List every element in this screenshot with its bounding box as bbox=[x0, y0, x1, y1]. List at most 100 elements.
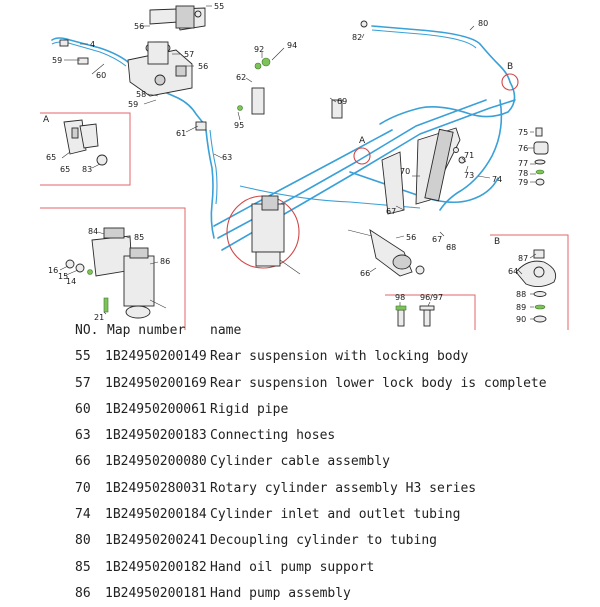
table-row: 70 1B24950280031 Rotary cylinder assembl… bbox=[0, 476, 600, 502]
callout: 74 bbox=[492, 175, 502, 184]
table-row: 55 1B24950200149 Rear suspension with lo… bbox=[0, 344, 600, 370]
callout: 56 bbox=[406, 233, 416, 242]
callout: 96/97 bbox=[420, 293, 443, 302]
part-66-cylinder-cable bbox=[347, 229, 425, 277]
callout: 15 bbox=[58, 272, 68, 281]
callout: 89 bbox=[516, 303, 526, 312]
row-no: 80 bbox=[75, 533, 91, 549]
row-map-number: 1B24950200184 bbox=[105, 507, 207, 523]
table-row: 66 1B24950200080 Cylinder cable assembly bbox=[0, 449, 600, 475]
row-map-number: 1B24950200149 bbox=[105, 349, 207, 365]
row-map-number: 1B24950200169 bbox=[105, 375, 207, 391]
row-map-number: 1B24950200182 bbox=[105, 559, 207, 575]
row-name: Rear suspension with locking body bbox=[210, 349, 469, 365]
table-row: 57 1B24950200169 Rear suspension lower l… bbox=[0, 371, 600, 397]
table-row: 60 1B24950200061 Rigid pipe bbox=[0, 397, 600, 423]
callout: 16 bbox=[48, 266, 58, 275]
callout: 63 bbox=[222, 153, 232, 162]
fittings bbox=[59, 20, 368, 131]
callout: 80 bbox=[478, 19, 488, 28]
parts-table: NO. Map number name 55 1B24950200149 Rea… bbox=[0, 318, 600, 607]
header-name: name bbox=[210, 323, 242, 338]
header-map-number: Map number bbox=[107, 323, 186, 338]
row-no: 86 bbox=[75, 585, 91, 601]
row-no: 60 bbox=[75, 401, 91, 417]
callout: 69 bbox=[337, 97, 347, 106]
row-name: Rotary cylinder assembly H3 series bbox=[210, 480, 477, 496]
callout: 21 bbox=[94, 313, 104, 322]
hydraulic-assembly-diagram: 55 56 57 56 4 59 60 58 59 92 94 62 80 82… bbox=[40, 2, 569, 330]
table-row: 63 1B24950200183 Connecting hoses bbox=[0, 423, 600, 449]
callout-labels: 55 56 57 56 4 59 60 58 59 92 94 62 80 82… bbox=[43, 2, 528, 324]
section-label-b: B bbox=[507, 62, 513, 72]
callout: 82 bbox=[352, 33, 362, 42]
callout: 77 bbox=[518, 159, 528, 168]
callout: 86 bbox=[160, 257, 170, 266]
leader-lines bbox=[59, 5, 537, 320]
callout: 61 bbox=[176, 129, 186, 138]
section-markers bbox=[353, 73, 519, 165]
callout: 60 bbox=[96, 71, 106, 80]
detail-a-label: A bbox=[43, 115, 50, 125]
callout: 75 bbox=[518, 128, 528, 137]
table-row: 80 1B24950200241 Decoupling cylinder to … bbox=[0, 528, 600, 554]
callout: 56 bbox=[198, 62, 208, 71]
callout: 57 bbox=[184, 50, 194, 59]
central-hand-pump bbox=[226, 195, 301, 275]
row-name: Cylinder inlet and outlet tubing bbox=[210, 507, 461, 523]
callout: 62 bbox=[236, 73, 246, 82]
detail-b-label: B bbox=[494, 237, 500, 247]
row-map-number: 1B24950280031 bbox=[105, 480, 207, 496]
detail-a-parts bbox=[63, 119, 108, 166]
row-map-number: 1B24950200241 bbox=[105, 533, 207, 549]
hand-pump-detail bbox=[65, 227, 167, 319]
callout: 90 bbox=[516, 315, 526, 324]
callout: 76 bbox=[518, 144, 528, 153]
callout: 79 bbox=[518, 178, 528, 187]
section-label-a: A bbox=[359, 136, 366, 146]
callout: 94 bbox=[287, 41, 297, 50]
table-header: NO. Map number name bbox=[0, 318, 600, 344]
callout: 83 bbox=[82, 165, 92, 174]
callout: 84 bbox=[88, 227, 98, 236]
row-no: 66 bbox=[75, 454, 91, 470]
row-name: Connecting hoses bbox=[210, 428, 336, 444]
part-70-rotary-cylinder bbox=[381, 127, 466, 215]
row-no: 85 bbox=[75, 559, 91, 575]
row-name: Rear suspension lower lock body is compl… bbox=[210, 375, 547, 391]
callout: 65 bbox=[60, 165, 70, 174]
callout: 73 bbox=[464, 171, 474, 180]
callout: 71 bbox=[464, 151, 474, 160]
part-55-rear-suspension-locking-body bbox=[149, 5, 206, 31]
row-no: 57 bbox=[75, 375, 91, 391]
callout: 58 bbox=[136, 90, 146, 99]
callout: 4 bbox=[90, 40, 95, 49]
row-map-number: 1B24950200061 bbox=[105, 401, 207, 417]
callout: 65 bbox=[46, 153, 56, 162]
row-no: 70 bbox=[75, 480, 91, 496]
callout: 67 bbox=[432, 235, 442, 244]
header-no: NO. bbox=[75, 323, 99, 338]
callout: 67 bbox=[386, 207, 396, 216]
detail-b-parts bbox=[515, 249, 557, 323]
row-map-number: 1B24950200181 bbox=[105, 585, 207, 601]
callout: 66 bbox=[360, 269, 370, 278]
row-map-number: 1B24950200080 bbox=[105, 454, 207, 470]
table-row: 74 1B24950200184 Cylinder inlet and outl… bbox=[0, 502, 600, 528]
callout: 92 bbox=[254, 45, 264, 54]
table-row: 86 1B24950200181 Hand pump assembly bbox=[0, 581, 600, 607]
row-map-number: 1B24950200183 bbox=[105, 428, 207, 444]
callout: 14 bbox=[66, 277, 76, 286]
table-row: 85 1B24950200182 Hand oil pump support bbox=[0, 555, 600, 581]
callout: 98 bbox=[395, 293, 405, 302]
callout: 88 bbox=[516, 290, 526, 299]
fasteners-75-79 bbox=[533, 127, 549, 186]
callout: 70 bbox=[400, 167, 410, 176]
row-name: Hand pump assembly bbox=[210, 585, 351, 601]
fasteners-96-98 bbox=[395, 305, 435, 327]
callout: 68 bbox=[446, 243, 456, 252]
row-name: Hand oil pump support bbox=[210, 559, 375, 575]
row-name: Rigid pipe bbox=[210, 401, 289, 417]
row-name: Decoupling cylinder to tubing bbox=[210, 533, 437, 549]
callout: 55 bbox=[214, 2, 224, 11]
